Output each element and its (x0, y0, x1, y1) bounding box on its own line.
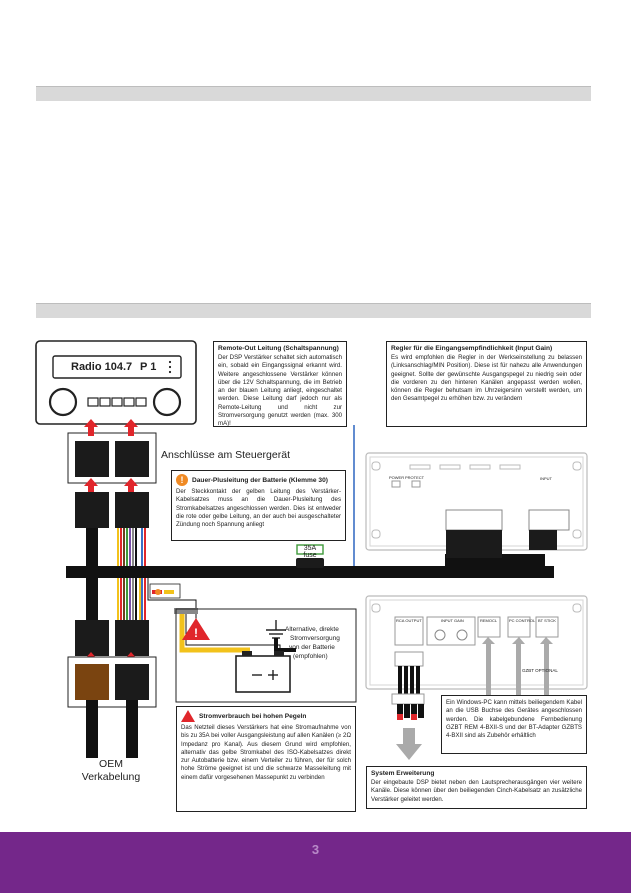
iso-connector-top-right (115, 492, 149, 528)
battery-plus-cable (179, 610, 250, 653)
amplifier-top (365, 452, 588, 558)
pc-info-box: Ein Windows-PC kann mittels beiliegendem… (441, 695, 587, 754)
remote-info-title: Remote-Out Leitung (Schaltspannung) (218, 345, 339, 352)
gain-info-text: Es wird empfohlen die Regler in der Werk… (391, 354, 582, 403)
arrow-up-icon (482, 637, 553, 698)
section-header-band-1 (36, 86, 591, 101)
arrow-up-icon (84, 478, 138, 494)
svg-text:!: ! (194, 626, 198, 640)
expansion-info-title: System Erweiterung (371, 770, 435, 777)
rca-cables (391, 666, 425, 720)
arrow-down-icon (396, 728, 422, 760)
warning-icon (181, 710, 195, 722)
power-led-label: POWER (389, 475, 405, 480)
power-draw-info-title: Stromverbrauch bei hohen Pegeln (181, 710, 351, 722)
remote-info-text: Der DSP Verstärker schaltet sich automat… (218, 354, 342, 428)
ground-icon (266, 620, 286, 639)
rca-output-label: RCA OUTPUT (396, 618, 422, 623)
volume-knob-icon (48, 387, 78, 417)
battery-frame (175, 608, 357, 703)
amp-input-connector (529, 530, 557, 550)
bt-stick-label: BT STICK (538, 618, 556, 623)
oem-plug-left (75, 664, 109, 700)
radio-station-text: Radio 104.7 (71, 361, 133, 373)
expansion-info-box: System Erweiterung Der eingebaute DSP bi… (366, 766, 587, 809)
gzbt-optional-label: GZBT OPTIONAL (522, 668, 558, 673)
page-number: 3 (311, 842, 320, 857)
battery-alt-label-2: Stromversorgung (290, 635, 340, 642)
headunit-connector-right (115, 441, 149, 477)
arrow-up-icon (84, 419, 138, 436)
battery-alt-label-3: von der Batterie (289, 644, 335, 651)
radio-display (52, 355, 182, 379)
headunit-connector-left (75, 441, 109, 477)
oem-connector-left (75, 620, 109, 656)
head-unit (35, 340, 197, 425)
oem-connector-right (115, 620, 149, 656)
oem-label-2: Verkabelung (81, 771, 141, 783)
headunit-connections-label: Anschlüsse am Steuergerät (161, 449, 290, 461)
footer-bar (0, 832, 631, 893)
power-draw-info-text: Das Netzteil dieses Verstärkers hat eine… (181, 724, 351, 781)
oem-plug-right (115, 664, 149, 700)
main-harness (66, 566, 366, 578)
gain-info-box: Regler für die Eingangsempfindlichkeit (… (386, 341, 587, 427)
remocl-label: REMOCL (480, 618, 498, 623)
knob-icon (434, 629, 446, 641)
amp-power-connector (446, 530, 502, 558)
knob-icon (456, 629, 468, 641)
menu-dots-icon (168, 360, 172, 374)
remote-info-box: Remote-Out Leitung (Schaltspannung) Der … (213, 341, 347, 427)
pc-control-label: PC CONTROL (509, 618, 536, 623)
battery-plus-title-text: Dauer-Plusleitung der Batterie (Klemme 3… (192, 476, 328, 484)
battery-alt-label-4: (empfohlen) (293, 653, 328, 660)
battery-plus-info-box: ! Dauer-Plusleitung der Batterie (Klemme… (171, 470, 346, 541)
iso-connector-top-left (75, 492, 109, 528)
preset-buttons (87, 397, 147, 407)
info-icon: ! (176, 474, 188, 486)
radio-preset-text: P 1 (140, 361, 157, 373)
section-header-band-2 (36, 303, 591, 318)
battery-alt-label-1: Alternative, direkte (285, 626, 339, 633)
amplifier-bottom (365, 595, 588, 690)
tune-knob-icon (152, 387, 182, 417)
warning-icon: ! (182, 618, 210, 640)
fuse-label: 35A fuse (303, 545, 317, 559)
battery-plus-info-text: Der Steckkontakt der gelben Leitung des … (176, 488, 341, 529)
gain-info-title: Regler für die Eingangsempfindlichkeit (… (391, 345, 553, 352)
fuse-holder (296, 558, 324, 568)
battery-plus-info-title: ! Dauer-Plusleitung der Batterie (Klemme… (176, 474, 341, 486)
input-label: INPUT (540, 476, 552, 481)
protect-led-label: PROTECT (405, 475, 425, 480)
power-draw-title-text: Stromverbrauch bei hohen Pegeln (199, 712, 307, 720)
battery-icon (235, 651, 291, 693)
power-draw-info-box: Stromverbrauch bei hohen Pegeln Das Netz… (176, 706, 356, 812)
pc-info-text: Ein Windows-PC kann mittels beiliegendem… (446, 699, 582, 740)
oem-label-1: OEM (99, 758, 123, 770)
expansion-info-text: Der eingebaute DSP bietet neben den Laut… (371, 779, 582, 803)
input-gain-label: INPUT GAIN (441, 618, 464, 623)
